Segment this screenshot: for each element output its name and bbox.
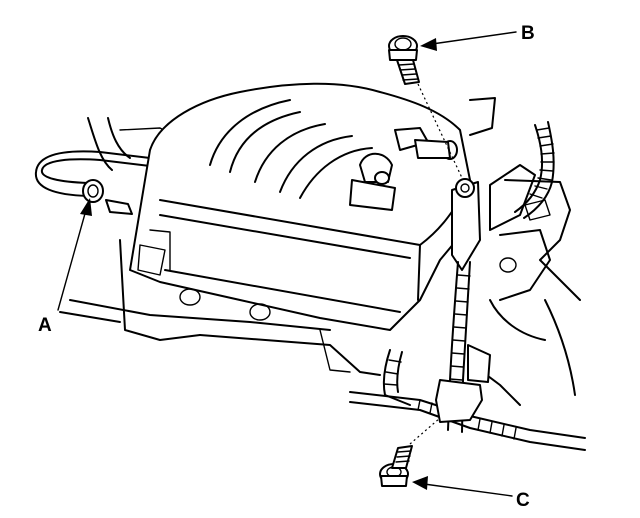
intake-manifold (119, 82, 496, 376)
callout-leader-b (420, 31, 517, 51)
callout-label-c: C (516, 490, 530, 511)
engine-block-outline-right (479, 179, 581, 406)
vacuum-fitting (349, 127, 458, 211)
callout-label-a: A (38, 315, 52, 336)
callout-label-b: B (521, 23, 535, 44)
callout-leader-a (57, 198, 92, 311)
callout-leader-c (412, 476, 513, 497)
bolt-c-icon (379, 417, 441, 487)
engine-block-outline-left (59, 117, 331, 331)
wire-harness-lower (349, 261, 586, 451)
bolt-b-icon (388, 35, 464, 181)
wire-harness-upper (514, 121, 555, 219)
hose-a (34, 150, 151, 215)
